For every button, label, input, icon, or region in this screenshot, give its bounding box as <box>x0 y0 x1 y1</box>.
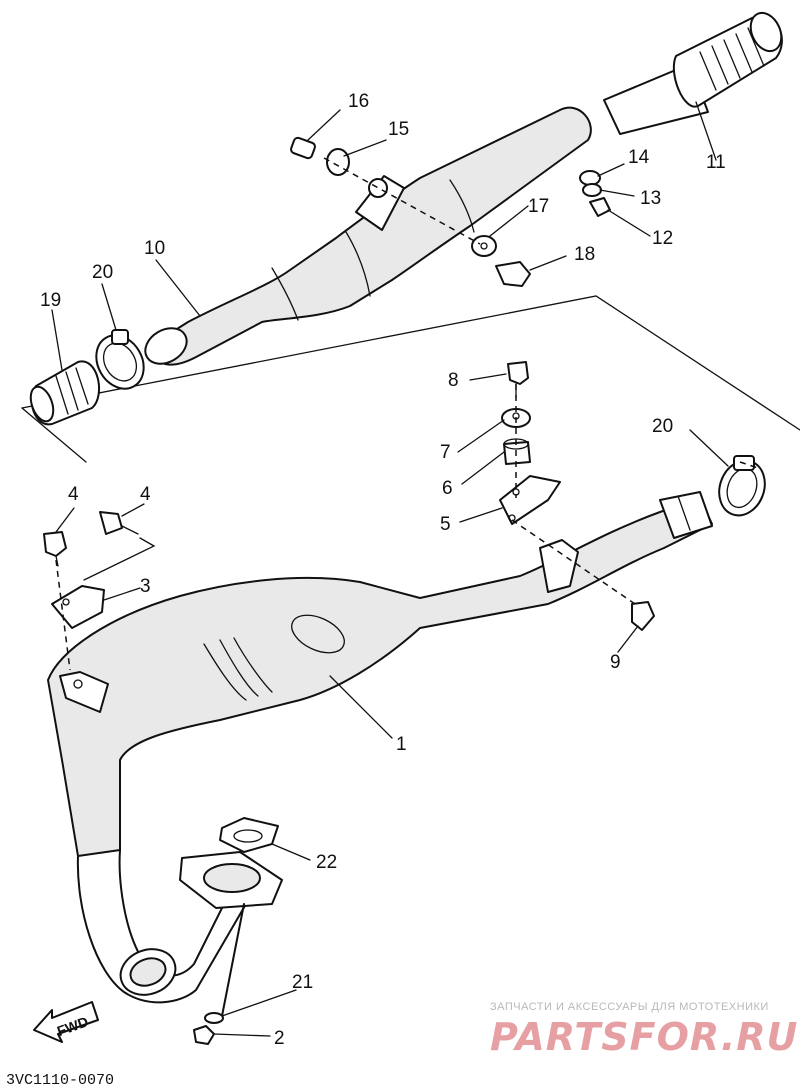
callout-16: 16 <box>348 91 369 112</box>
callout-8: 8 <box>448 370 459 391</box>
clamp-20-right <box>718 455 766 517</box>
callout-11: 11 <box>706 152 726 173</box>
callout-6: 6 <box>442 478 453 499</box>
bolt-8 <box>507 361 529 385</box>
watermark: ЗАПЧАСТИ И АКСЕССУАРЫ ДЛЯ МОТОТЕХНИКИ PA… <box>490 1001 798 1059</box>
callout-19: 19 <box>40 290 61 311</box>
silencer-assembly-box <box>21 295 800 463</box>
washer-17 <box>471 235 497 257</box>
callout-21: 21 <box>292 972 313 993</box>
callout-10: 10 <box>144 238 165 259</box>
diagram-code: 3VC1110-0070 <box>6 1072 114 1089</box>
bolt-12 <box>589 197 611 217</box>
exhaust-pipe-1 <box>47 491 713 1004</box>
hardware-middle <box>499 361 655 631</box>
grommet-6 <box>503 441 531 465</box>
silencer-body-10 <box>144 106 592 366</box>
callout-22: 22 <box>316 852 337 873</box>
callout-4-right: 4 <box>140 484 151 505</box>
callout-2: 2 <box>274 1028 285 1049</box>
watermark-brand: PARTSFOR.RU <box>490 1015 798 1059</box>
callout-4-left: 4 <box>68 484 79 505</box>
watermark-caption: ЗАПЧАСТИ И АКСЕССУАРЫ ДЛЯ МОТОТЕХНИКИ <box>490 1001 769 1013</box>
callout-12: 12 <box>652 228 673 249</box>
washer-14 <box>579 170 601 186</box>
fwd-arrow-icon: FWD <box>33 1001 99 1043</box>
callout-17: 17 <box>528 196 549 217</box>
bolt-9 <box>631 601 655 631</box>
callout-labels: 16 15 11 14 13 12 17 18 10 20 19 8 7 6 5… <box>40 91 726 1049</box>
callout-1: 1 <box>396 734 407 755</box>
callout-9: 9 <box>610 652 621 673</box>
gasket-22 <box>219 817 279 853</box>
callout-3: 3 <box>140 576 151 597</box>
callout-20-right: 20 <box>652 416 673 437</box>
callout-18: 18 <box>574 244 595 265</box>
callout-5: 5 <box>440 514 451 535</box>
callout-7: 7 <box>440 442 451 463</box>
bolt-18 <box>495 261 531 287</box>
clamp-20-left <box>95 329 145 390</box>
callout-14: 14 <box>628 147 650 168</box>
collar-16 <box>290 136 316 160</box>
grommet-15 <box>326 148 350 176</box>
joint-19 <box>29 360 101 426</box>
callout-20-left: 20 <box>92 262 113 283</box>
leader-lines <box>51 101 729 1037</box>
callout-13: 13 <box>640 188 661 209</box>
callout-15: 15 <box>388 119 409 140</box>
bracket-3 <box>51 585 105 629</box>
bolt-4b <box>99 511 123 535</box>
stud-21-nut-2 <box>193 903 245 1045</box>
bolt-4a <box>43 531 67 557</box>
hardware-left <box>43 511 156 629</box>
washer-13 <box>582 183 602 197</box>
assembly-lines <box>55 157 759 671</box>
tail-pipe-11 <box>603 11 783 135</box>
